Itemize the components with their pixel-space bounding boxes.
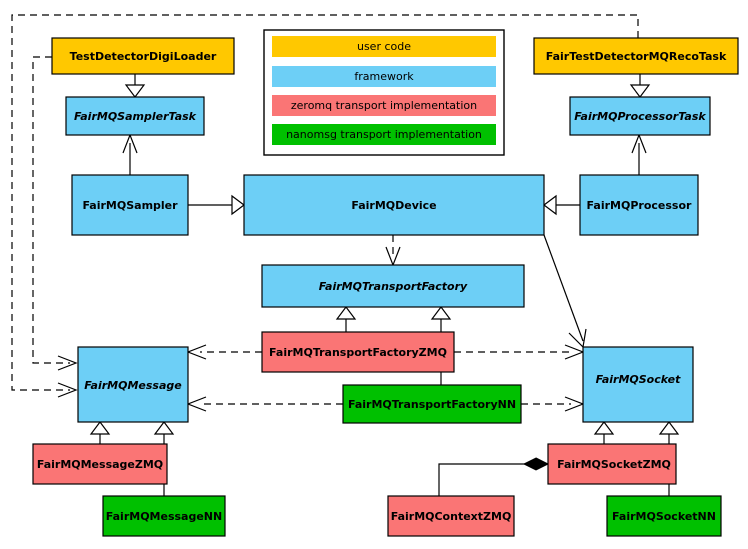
node-rect-fair-mq-transport-factory-zmq[interactable]	[261, 331, 455, 373]
node-label-fair-mq-sampler: FairMQSampler	[82, 199, 178, 212]
class-nodes: TestDetectorDigiLoader FairTestDetectorM…	[32, 37, 739, 537]
node-rect-fair-mq-socket[interactable]	[582, 346, 694, 423]
node-rect-fair-mq-socket-nn[interactable]	[606, 495, 722, 537]
node-rect-fair-mq-transport-factory-nn[interactable]	[342, 384, 522, 424]
node-label-fair-mq-transport-factory-nn: FairMQTransportFactoryNN	[348, 398, 516, 411]
node-fair-mq-context-zmq[interactable]: FairMQContextZMQ	[387, 495, 515, 537]
node-rect-fair-mq-transport-factory[interactable]	[261, 264, 525, 308]
node-rect-fair-mq-sampler-task[interactable]	[65, 96, 205, 136]
legend-item-zeromq: zeromq transport implementation	[272, 95, 496, 116]
node-rect-fair-mq-processor[interactable]	[579, 174, 699, 236]
node-label-fair-mq-processor: FairMQProcessor	[587, 199, 692, 212]
edge-contextzmq-to-socketzmq	[438, 463, 536, 496]
arrowhead-factorynn-to-factory	[430, 306, 452, 320]
node-fair-mq-sampler[interactable]: FairMQSampler	[71, 174, 189, 236]
node-label-fair-mq-socket: FairMQSocket	[596, 373, 682, 386]
edge-digiloader-to-message	[32, 56, 70, 364]
arrowhead-processor-to-device	[543, 194, 557, 216]
node-label-fair-mq-socket-nn: FairMQSocketNN	[612, 510, 716, 523]
node-rect-fair-mq-device[interactable]	[243, 174, 545, 236]
node-fair-mq-socket[interactable]: FairMQSocket	[582, 346, 694, 423]
node-rect-fair-mq-message-nn[interactable]	[102, 495, 226, 537]
node-rect-fair-mq-processor-task[interactable]	[569, 96, 711, 136]
arrowhead-socketnn-to-socket	[658, 421, 680, 435]
legend: user code framework zeromq transport imp…	[263, 29, 505, 156]
arrowhead-messagenn-to-message	[153, 421, 175, 435]
node-fair-mq-processor-task[interactable]: FairMQProcessorTask	[569, 96, 711, 136]
node-rect-fair-mq-message-zmq[interactable]	[32, 443, 168, 485]
node-label-fair-mq-message: FairMQMessage	[84, 379, 182, 392]
legend-swatch-user-code	[272, 36, 496, 57]
node-fair-mq-socket-zmq[interactable]: FairMQSocketZMQ	[547, 443, 677, 485]
node-fair-test-detector-mq-reco-task[interactable]: FairTestDetectorMQRecoTask	[533, 37, 739, 75]
composition-diamond-socketzmq	[522, 457, 550, 471]
node-rect-fair-mq-message[interactable]	[77, 346, 189, 423]
node-label-fair-mq-sampler-task: FairMQSamplerTask	[74, 110, 197, 123]
legend-swatch-nanomsg	[272, 124, 496, 145]
node-rect-fair-mq-socket-zmq[interactable]	[547, 443, 677, 485]
legend-item-framework: framework	[272, 66, 496, 87]
node-label-fair-mq-context-zmq: FairMQContextZMQ	[391, 510, 512, 523]
node-label-fair-mq-processor-task: FairMQProcessorTask	[574, 110, 706, 123]
legend-label-nanomsg: nanomsg transport implementation	[286, 128, 482, 141]
node-rect-fair-mq-context-zmq[interactable]	[387, 495, 515, 537]
node-label-fair-mq-transport-factory-zmq: FairMQTransportFactoryZMQ	[269, 346, 447, 359]
arrowhead-sampler-to-device	[231, 194, 245, 216]
legend-swatch-zeromq	[272, 95, 496, 116]
arrowhead-socketzmq-to-socket	[593, 421, 615, 435]
node-fair-mq-message-zmq[interactable]: FairMQMessageZMQ	[32, 443, 168, 485]
node-fair-mq-sampler-task[interactable]: FairMQSamplerTask	[65, 96, 205, 136]
legend-swatch-framework	[272, 66, 496, 87]
arrowhead-digiloader-to-message	[57, 355, 78, 371]
node-fair-mq-transport-factory-zmq[interactable]: FairMQTransportFactoryZMQ	[261, 331, 455, 373]
edge-recotask-to-message	[11, 14, 639, 391]
node-fair-mq-socket-nn[interactable]: FairMQSocketNN	[606, 495, 722, 537]
node-fair-mq-message[interactable]: FairMQMessage	[77, 346, 189, 423]
node-fair-mq-device[interactable]: FairMQDevice	[243, 174, 545, 236]
legend-label-zeromq: zeromq transport implementation	[291, 99, 477, 112]
node-label-test-detector-digi-loader: TestDetectorDigiLoader	[70, 50, 217, 63]
node-rect-test-detector-digi-loader[interactable]	[51, 37, 235, 75]
legend-label-user-code: user code	[357, 40, 411, 53]
legend-item-nanomsg: nanomsg transport implementation	[272, 124, 496, 145]
node-rect-fair-mq-sampler[interactable]	[71, 174, 189, 236]
arrowhead-messagezmq-to-message	[89, 421, 111, 435]
node-label-fair-mq-device: FairMQDevice	[351, 199, 436, 212]
node-label-fair-test-detector-mq-reco-task: FairTestDetectorMQRecoTask	[546, 50, 727, 63]
arrowhead-digiloader-to-samplertask	[124, 84, 146, 98]
arrowhead-factoryzmq-to-factory	[335, 306, 357, 320]
node-fair-mq-transport-factory-nn[interactable]: FairMQTransportFactoryNN	[342, 384, 522, 424]
legend-item-user-code: user code	[272, 36, 496, 57]
node-fair-mq-transport-factory[interactable]: FairMQTransportFactory	[261, 264, 525, 308]
arrowhead-recotask-to-message	[57, 382, 78, 398]
node-fair-mq-message-nn[interactable]: FairMQMessageNN	[102, 495, 226, 537]
node-label-fair-mq-transport-factory: FairMQTransportFactory	[319, 280, 468, 293]
node-label-fair-mq-message-nn: FairMQMessageNN	[106, 510, 222, 523]
node-test-detector-digi-loader[interactable]: TestDetectorDigiLoader	[51, 37, 235, 75]
legend-label-framework: framework	[354, 70, 414, 83]
edge-device-to-socket	[543, 234, 584, 342]
node-rect-fair-test-detector-mq-reco-task[interactable]	[533, 37, 739, 75]
arrowhead-recotask-to-processortask	[629, 84, 651, 98]
node-label-fair-mq-message-zmq: FairMQMessageZMQ	[37, 458, 163, 471]
node-fair-mq-processor[interactable]: FairMQProcessor	[579, 174, 699, 236]
node-label-fair-mq-socket-zmq: FairMQSocketZMQ	[557, 458, 671, 471]
